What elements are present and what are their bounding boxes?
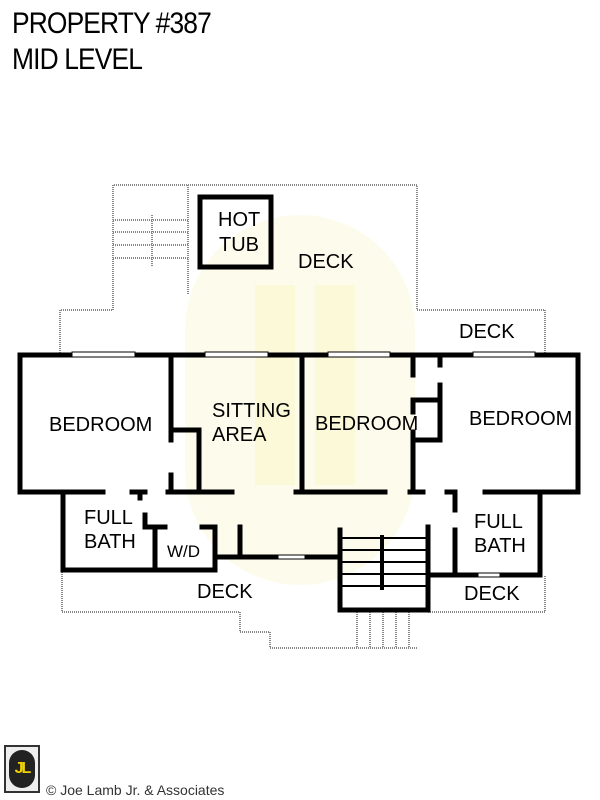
room-label-bedroom: BEDROOM xyxy=(469,408,572,430)
room-label-sitting-area: SITTING xyxy=(212,400,291,422)
room-label-bedroom: BEDROOM xyxy=(315,413,418,435)
room-label-full-bath: BATH xyxy=(474,535,526,557)
room-label-deck: DECK xyxy=(197,581,253,603)
company-logo: JL xyxy=(4,745,40,793)
room-label-full-bath: FULL xyxy=(474,511,523,533)
room-label-deck: DECK xyxy=(298,251,354,273)
room-label-hot-tub: TUB xyxy=(219,234,259,256)
staircase xyxy=(340,535,428,590)
logo-mark: JL xyxy=(9,750,35,788)
room-label-hot-tub: HOT xyxy=(218,209,260,231)
room-label-wd: W/D xyxy=(167,542,200,561)
room-label-full-bath: FULL xyxy=(84,507,133,529)
copyright-text: © Joe Lamb Jr. & Associates xyxy=(46,782,225,798)
page-subtitle: MID LEVEL xyxy=(12,43,143,76)
room-label-sitting-area: AREA xyxy=(212,424,267,446)
room-label-bedroom: BEDROOM xyxy=(49,414,152,436)
deck-outlines xyxy=(59,184,546,649)
room-label-full-bath: BATH xyxy=(84,531,136,553)
room-label-deck: DECK xyxy=(459,321,515,343)
room-label-deck: DECK xyxy=(464,583,520,605)
page-title: PROPERTY #387 xyxy=(12,7,212,40)
hot-tub xyxy=(197,194,274,270)
windows xyxy=(71,351,536,578)
